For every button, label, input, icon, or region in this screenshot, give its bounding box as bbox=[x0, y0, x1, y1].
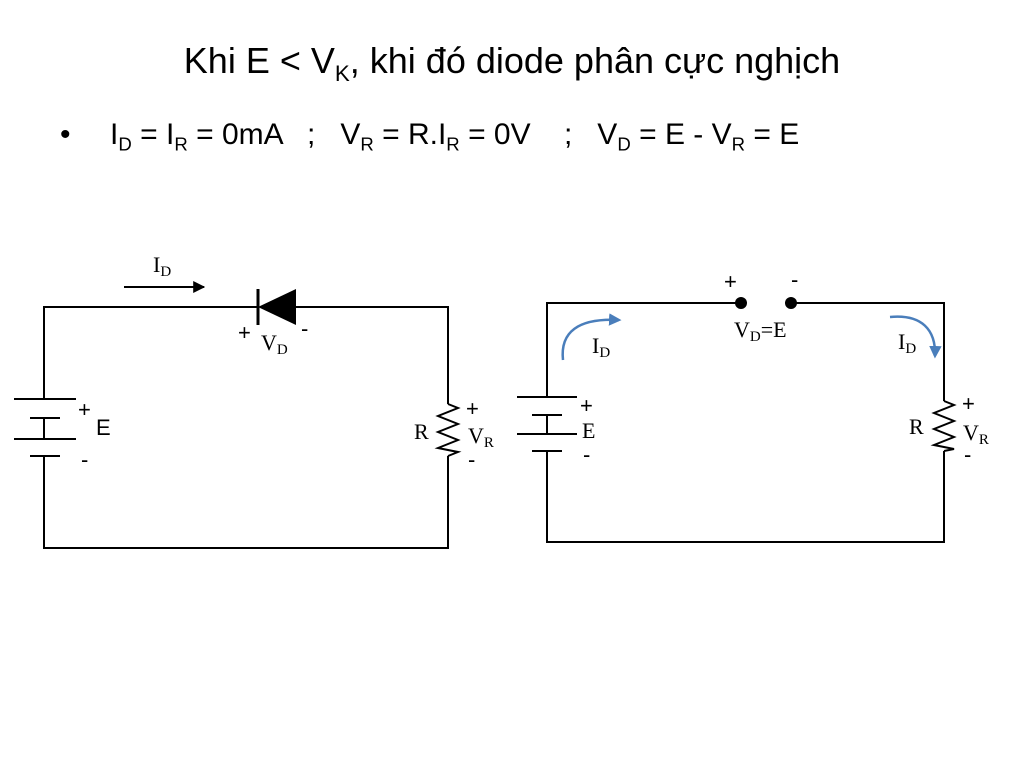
title-suffix: , khi đó diode phân cực nghịch bbox=[349, 40, 841, 81]
gap-voltage-label: VD=E bbox=[734, 317, 787, 345]
left-current-arrow bbox=[561, 313, 622, 361]
eq-part: I bbox=[110, 118, 119, 151]
vd-label: VD bbox=[261, 330, 288, 358]
terminal-minus-dot bbox=[785, 297, 797, 309]
eq-part: = E - V bbox=[630, 118, 732, 151]
battery-plus-sign: + bbox=[78, 397, 91, 422]
diode-minus-sign: - bbox=[301, 316, 308, 341]
battery-e-right bbox=[517, 396, 577, 452]
vr-label: VR bbox=[468, 423, 494, 451]
left-circuit: ID + - VD + E - R + VR - bbox=[14, 252, 494, 549]
eq-sub: D bbox=[118, 133, 132, 155]
vr-minus-sign-right: - bbox=[964, 442, 971, 467]
bullet-point: • bbox=[60, 118, 71, 151]
vr-label-right: VR bbox=[963, 420, 989, 448]
page-title: Khi E < VK, khi đó diode phân cực nghịch bbox=[0, 40, 1024, 84]
eq-sub: R bbox=[174, 133, 188, 155]
resistor-r bbox=[434, 403, 462, 457]
eq-part: = E bbox=[745, 118, 800, 151]
battery-label: E bbox=[96, 415, 111, 440]
right-wire bbox=[546, 302, 945, 543]
vr-minus-sign: - bbox=[468, 447, 475, 472]
eq-sub: R bbox=[731, 133, 746, 155]
battery-plus-sign-right: + bbox=[580, 393, 593, 418]
gap-minus-sign: - bbox=[791, 267, 798, 292]
resistor-label: R bbox=[414, 419, 429, 444]
title-subscript: K bbox=[334, 60, 350, 86]
left-current-label: ID bbox=[592, 333, 610, 361]
terminal-plus-dot bbox=[735, 297, 747, 309]
battery-minus-sign-right: - bbox=[583, 442, 590, 467]
eq-part: = I bbox=[131, 118, 175, 151]
left-wire bbox=[43, 306, 449, 549]
battery-minus-sign: - bbox=[81, 447, 88, 472]
current-label: ID bbox=[153, 252, 171, 280]
eq-sub: R bbox=[446, 133, 460, 155]
resistor-label-right: R bbox=[909, 414, 924, 439]
battery-e bbox=[14, 398, 76, 457]
eq-part: = 0mA ; V bbox=[187, 118, 361, 151]
gap-plus-sign: + bbox=[724, 269, 737, 294]
eq-part: = 0V ; V bbox=[459, 118, 618, 151]
diode-plus-sign: + bbox=[238, 320, 251, 345]
battery-label-right: E bbox=[582, 418, 595, 443]
resistor-r-right bbox=[930, 400, 957, 452]
vr-plus-sign-right: + bbox=[962, 391, 975, 416]
title-prefix: Khi E < V bbox=[183, 40, 335, 81]
diode bbox=[256, 289, 296, 325]
right-circuit: + - VD=E ID ID + E - R + VR - bbox=[517, 267, 989, 543]
bullet-equation: •ID = IR = 0mA ; VR = R.IR = 0V ; VD = E… bbox=[60, 118, 800, 155]
eq-part: = R.I bbox=[373, 118, 447, 151]
eq-sub: R bbox=[360, 133, 374, 155]
right-current-label: ID bbox=[898, 329, 916, 357]
vr-plus-sign: + bbox=[466, 396, 479, 421]
right-current-arrow bbox=[889, 315, 942, 359]
eq-sub: D bbox=[617, 133, 631, 155]
